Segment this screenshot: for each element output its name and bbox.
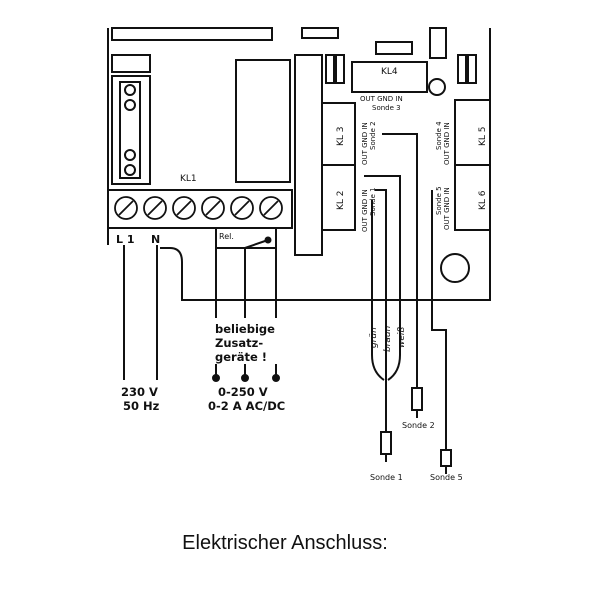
relay-component bbox=[235, 59, 291, 183]
green-wire bbox=[371, 200, 385, 381]
kl4-label: KL4 bbox=[381, 67, 398, 77]
sonde-5-plug-label: Sonde 5 bbox=[430, 473, 463, 482]
caption: Elektrischer Anschluss: bbox=[182, 532, 388, 554]
sonde-5-plug bbox=[440, 449, 452, 474]
sonde-1-plug bbox=[380, 431, 392, 462]
frequency-label: 50 Hz bbox=[123, 399, 160, 413]
sonde-5-rot-label: Sonde 5 bbox=[435, 186, 443, 215]
sonde-4-label: Sonde 4 bbox=[435, 121, 443, 150]
white-wire-label: weiß bbox=[397, 327, 407, 348]
kl6-pins: OUT GND IN bbox=[443, 187, 451, 230]
resistor bbox=[457, 54, 467, 84]
kl4-pins: OUT GND IN bbox=[360, 95, 403, 103]
kl2-label: KL 2 bbox=[336, 190, 346, 210]
kl1-label: KL1 bbox=[180, 174, 197, 184]
output-arrows bbox=[212, 364, 280, 382]
brown-wire bbox=[375, 189, 387, 385]
relay-voltage-rating: 0-250 V bbox=[218, 385, 268, 399]
sonde-2-wire bbox=[382, 133, 418, 388]
sonde-1-plug-label: Sonde 1 bbox=[370, 473, 403, 482]
voltage-label: 230 V bbox=[121, 385, 158, 399]
mounting-hole bbox=[440, 253, 470, 283]
top-component bbox=[111, 27, 273, 41]
kl6-label: KL 6 bbox=[478, 190, 488, 210]
relay-current-rating: 0-2 A AC/DC bbox=[208, 399, 285, 413]
relay-note-1: beliebige bbox=[215, 322, 275, 336]
connector-bar bbox=[294, 54, 323, 256]
led bbox=[428, 78, 446, 96]
small-component bbox=[375, 41, 413, 55]
resistor bbox=[335, 54, 345, 84]
sonde-2-plug bbox=[411, 387, 423, 418]
sonde-5-wire bbox=[431, 190, 447, 450]
neutral-loop-wire bbox=[160, 247, 245, 301]
l1-label: L 1 bbox=[116, 233, 135, 246]
sonde-2-label: Sonde 2 bbox=[369, 121, 377, 150]
component-block bbox=[111, 54, 151, 73]
white-wire bbox=[364, 175, 401, 381]
sonde-2-plug-label: Sonde 2 bbox=[402, 421, 435, 430]
resistor bbox=[467, 54, 477, 84]
relay-note-2: Zusatz- bbox=[215, 336, 263, 350]
terminal-kl4 bbox=[351, 61, 428, 93]
relay-wires bbox=[215, 248, 277, 318]
sonde-1-rot-label: Sonde 1 bbox=[369, 187, 377, 216]
n-label: N bbox=[151, 233, 160, 246]
green-wire-label: grün bbox=[369, 327, 379, 348]
terminal-kl2 bbox=[321, 164, 356, 231]
fuse-holder bbox=[111, 75, 151, 185]
sonde-3-label: Sonde 3 bbox=[372, 104, 401, 112]
small-component bbox=[429, 27, 447, 59]
terminal-block-kl1 bbox=[107, 189, 293, 229]
relay-label: Rel. bbox=[219, 232, 234, 241]
kl2-pins: OUT GND IN bbox=[361, 189, 369, 232]
resistor bbox=[325, 54, 335, 84]
brown-wire-label: braun bbox=[383, 325, 393, 352]
kl5-label: KL 5 bbox=[478, 126, 488, 146]
terminal-kl6 bbox=[454, 164, 491, 231]
small-component bbox=[301, 27, 339, 39]
kl5-pins: OUT GND IN bbox=[443, 122, 451, 165]
kl3-label: KL 3 bbox=[336, 126, 346, 146]
kl3-pins: OUT GND IN bbox=[361, 122, 369, 165]
mains-wires bbox=[123, 245, 158, 380]
relay-note-3: geräte ! bbox=[215, 350, 267, 364]
